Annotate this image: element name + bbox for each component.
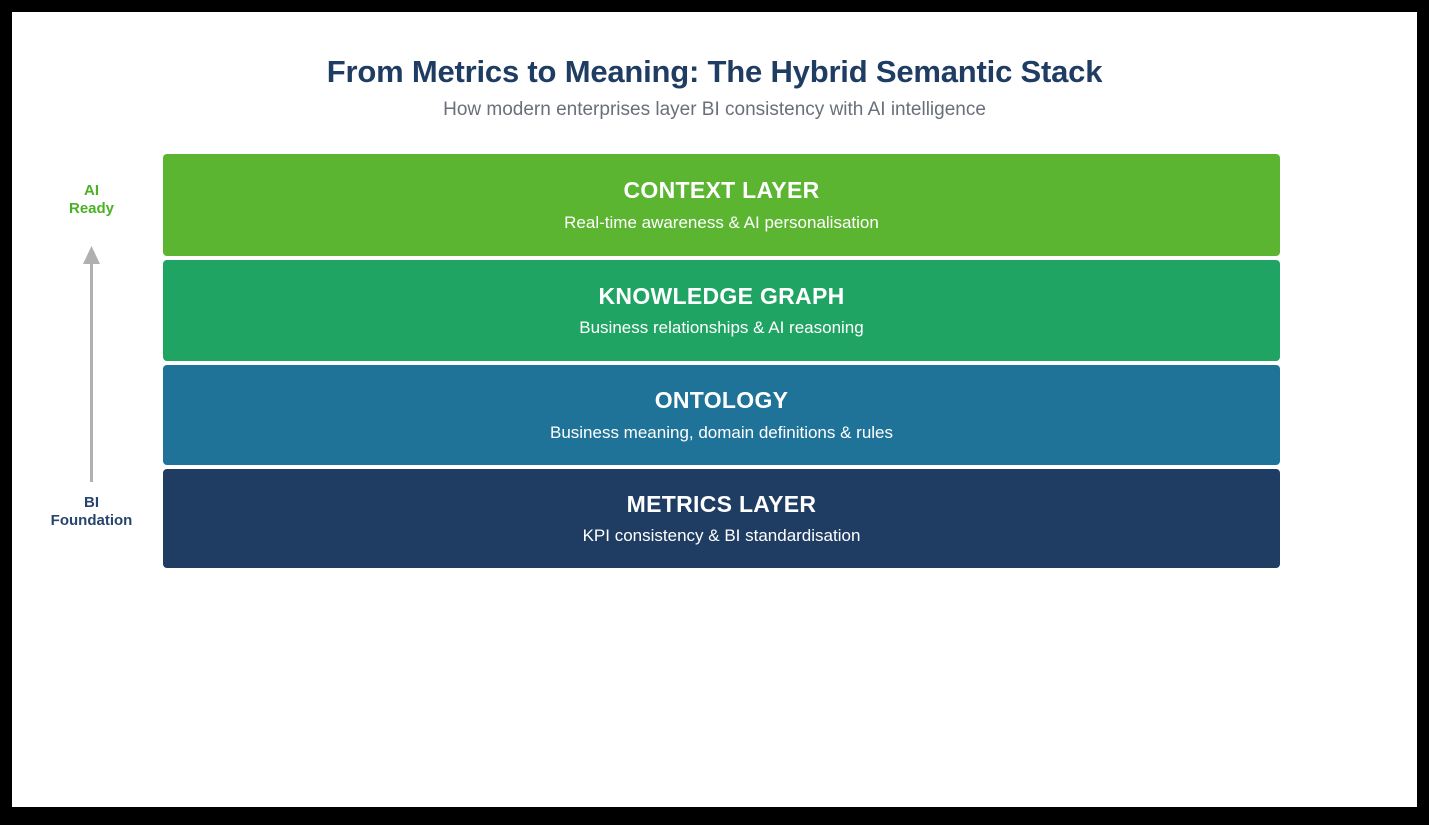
header: From Metrics to Meaning: The Hybrid Sema… xyxy=(12,12,1417,121)
layer-band-context[interactable]: CONTEXT LAYER Real-time awareness & AI p… xyxy=(163,154,1280,256)
semantic-stack-diagram: AI Ready BI Foundation CONTEXT LAYER Rea… xyxy=(12,146,1417,571)
page-subtitle: How modern enterprises layer BI consiste… xyxy=(443,98,986,120)
layer-title: CONTEXT LAYER xyxy=(623,177,820,203)
layer-description: Business meaning, domain definitions & r… xyxy=(549,422,894,442)
slide-frame: From Metrics to Meaning: The Hybrid Sema… xyxy=(12,12,1417,807)
layer-band-ontology[interactable]: ONTOLOGY Business meaning, domain defini… xyxy=(163,365,1280,465)
layer-stack: CONTEXT LAYER Real-time awareness & AI p… xyxy=(163,154,1280,568)
page-title: From Metrics to Meaning: The Hybrid Sema… xyxy=(326,54,1103,89)
axis-label-bi-foundation-line1: BI xyxy=(84,494,99,511)
layer-band-metrics[interactable]: METRICS LAYER KPI consistency & BI stand… xyxy=(163,469,1280,568)
axis-label-ai-ready: AI Ready xyxy=(22,182,161,218)
layer-title: METRICS LAYER xyxy=(626,490,817,517)
upward-arrow-icon xyxy=(83,246,100,482)
layer-title: ONTOLOGY xyxy=(654,387,789,413)
axis-label-ai-ready-line1: AI xyxy=(84,182,99,199)
layer-description: Business relationships & AI reasoning xyxy=(579,318,864,338)
axis-label-ai-ready-line2: Ready xyxy=(68,200,115,217)
axis-label-bi-foundation-line2: Foundation xyxy=(50,512,133,529)
layer-description: Real-time awareness & AI personalisation xyxy=(564,212,879,232)
layer-band-knowledge-graph[interactable]: KNOWLEDGE GRAPH Business relationships &… xyxy=(163,260,1280,361)
layer-description: KPI consistency & BI standardisation xyxy=(582,526,861,546)
maturity-axis: AI Ready BI Foundation xyxy=(22,146,161,571)
axis-label-bi-foundation: BI Foundation xyxy=(22,494,161,530)
layer-title: KNOWLEDGE GRAPH xyxy=(598,282,845,309)
